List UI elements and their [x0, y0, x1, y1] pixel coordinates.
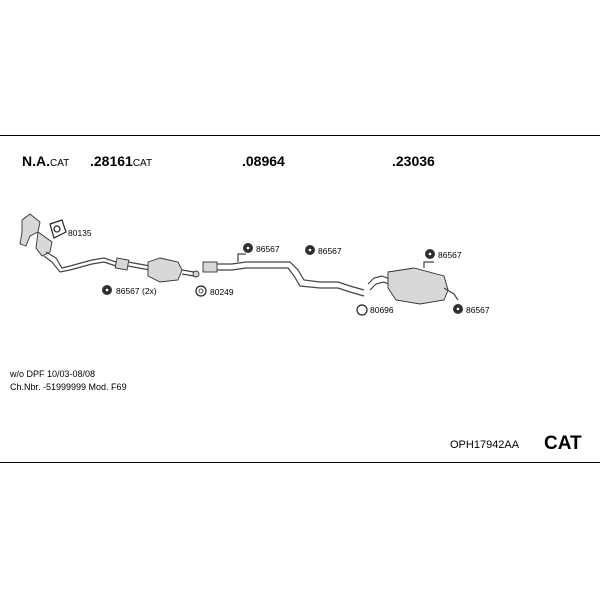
- note-line-2: Ch.Nbr. -51999999 Mod. F69: [10, 382, 127, 392]
- callout-86567-a: 86567: [256, 244, 280, 254]
- callout-86567-2x: 86567 (2x): [116, 286, 157, 296]
- rubber-hanger-icon-2x: [102, 285, 112, 295]
- rubber-hanger-icon-b: [305, 245, 315, 255]
- callout-80696: 80696: [370, 305, 394, 315]
- note-line-1: w/o DPF 10/03-08/08: [10, 369, 96, 379]
- rubber-hanger-icon-c: [425, 249, 435, 259]
- part-label-23036: .23036: [392, 153, 435, 169]
- catalytic-converter-part: [147, 257, 200, 283]
- rear-silencer-part: [367, 261, 459, 305]
- diagram-code: OPH17942AA: [450, 439, 520, 451]
- rubber-hanger-icon-a: [243, 243, 253, 253]
- callout-80249: 80249: [210, 287, 234, 297]
- diagram-frame: [0, 135, 600, 463]
- part-label-na: N.A.CAT: [22, 153, 70, 169]
- callout-80135: 80135: [68, 228, 92, 238]
- cat-label: CAT: [544, 433, 582, 454]
- part-label-08964: .08964: [242, 153, 285, 169]
- part-label-28161: .28161CAT: [90, 153, 153, 169]
- clamp-icon-80249: [195, 285, 207, 297]
- middle-pipe-part: [202, 253, 365, 297]
- callout-86567-b: 86567: [318, 246, 342, 256]
- front-pipe-part: [19, 213, 151, 273]
- rubber-hanger-icon-d: [453, 304, 463, 314]
- clamp-icon-80696: [356, 304, 368, 316]
- clamp-icon-80135: [49, 219, 67, 239]
- callout-86567-d: 86567: [466, 305, 490, 315]
- callout-86567-c: 86567: [438, 250, 462, 260]
